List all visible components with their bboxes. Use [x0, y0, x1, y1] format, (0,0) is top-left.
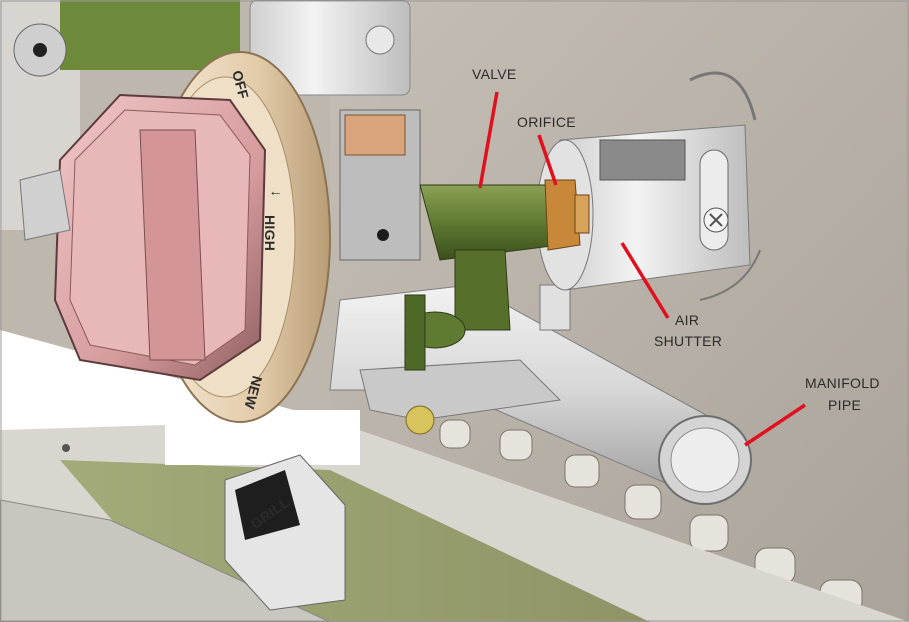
upper-burner-tube: [249, 0, 411, 96]
upper-valve-hole: [33, 43, 47, 57]
label-manifold-pipe-line1: MANIFOLD: [805, 375, 880, 391]
back-panel: [330, 0, 909, 622]
left-bracket: [19, 169, 71, 241]
label-air-shutter-line2: SHUTTER: [654, 333, 722, 349]
upper-screw: [365, 25, 395, 55]
label-air-shutter-line1: AIR: [675, 312, 699, 328]
manifold-pipe-callout-line: [744, 403, 806, 447]
upper-valve-body: [60, 0, 240, 70]
air-shutter-callout-line: [620, 242, 670, 319]
control-knob: HIGH ↓ OFF NEW: [53, 51, 331, 423]
valve-assembly: [339, 109, 561, 371]
dial-arrow: ↓: [269, 190, 285, 197]
dial-text-off: OFF: [229, 69, 252, 101]
orifice: [544, 179, 590, 251]
white-plate: [165, 410, 360, 465]
label-manifold-pipe-line2: PIPE: [828, 397, 861, 413]
frame-rivet: [62, 444, 70, 452]
valve-callout-line: [478, 91, 499, 189]
callout-lines: [478, 91, 806, 447]
panel-slots: [439, 419, 863, 615]
grill-tag: GRILL: [224, 454, 346, 611]
orifice-callout-line: [537, 134, 558, 186]
front-rail: [0, 499, 331, 622]
dial-text-high: HIGH: [262, 215, 278, 251]
valve-bracket: [359, 284, 571, 435]
label-orifice: ORIFICE: [517, 114, 576, 130]
label-valve: VALVE: [472, 66, 517, 82]
